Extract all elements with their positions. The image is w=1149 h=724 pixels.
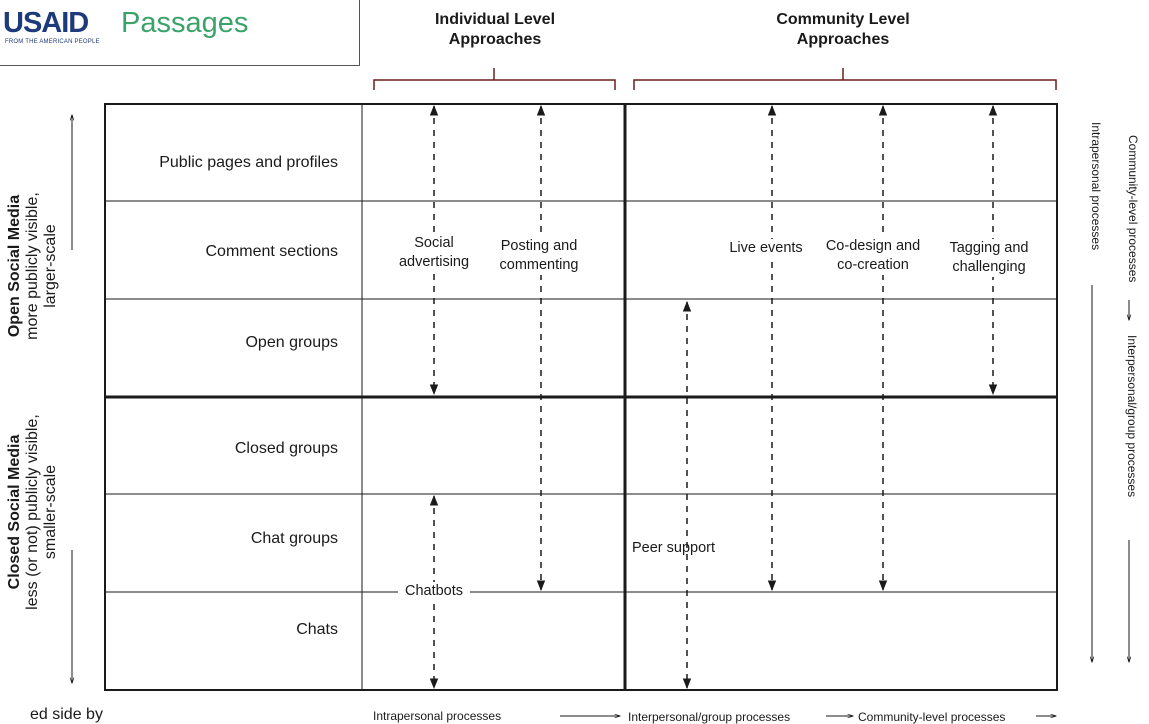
logo-box: USAID FROM THE AMERICAN PEOPLE Passages <box>0 0 360 66</box>
community-bracket <box>633 68 1057 90</box>
row-label-chat-groups: Chat groups <box>250 530 338 547</box>
chatbots-label: Chatbots <box>398 582 470 601</box>
usaid-tagline: FROM THE AMERICAN PEOPLE <box>5 39 100 45</box>
bottom-axis-interpersonal: Interpersonal/group processes <box>628 710 791 724</box>
row-label-comment-sections: Comment sections <box>205 243 339 260</box>
bottom-axis-intrapersonal: Intrapersonal processes <box>373 709 502 723</box>
live-events-label: Live events <box>722 239 810 258</box>
row-label-chats: Chats <box>296 621 338 638</box>
individual-bracket <box>373 68 616 90</box>
peer-support-label: Peer support <box>632 540 716 556</box>
row-label-closed-groups: Closed groups <box>234 440 338 457</box>
right-axis-interpersonal: Interpersonal/group processes <box>1125 335 1139 498</box>
partial-body-text: ed side by <box>30 706 103 723</box>
right-axis-intrapersonal: Intrapersonal processes <box>1089 122 1103 251</box>
usaid-logo: USAID <box>3 7 89 39</box>
grid <box>104 103 1058 691</box>
row-label-public-pages: Public pages and profiles <box>159 154 338 171</box>
bottom-axis-community: Community-level processes <box>858 710 1006 724</box>
right-axis-community: Community-level processes <box>1126 135 1140 283</box>
open-social-media-label: Open Social Media more publicly visible,… <box>6 192 59 340</box>
passages-logo: Passages <box>121 7 249 39</box>
row-label-open-groups: Open groups <box>245 334 338 351</box>
closed-social-media-label: Closed Social Media less (or not) public… <box>6 414 59 610</box>
